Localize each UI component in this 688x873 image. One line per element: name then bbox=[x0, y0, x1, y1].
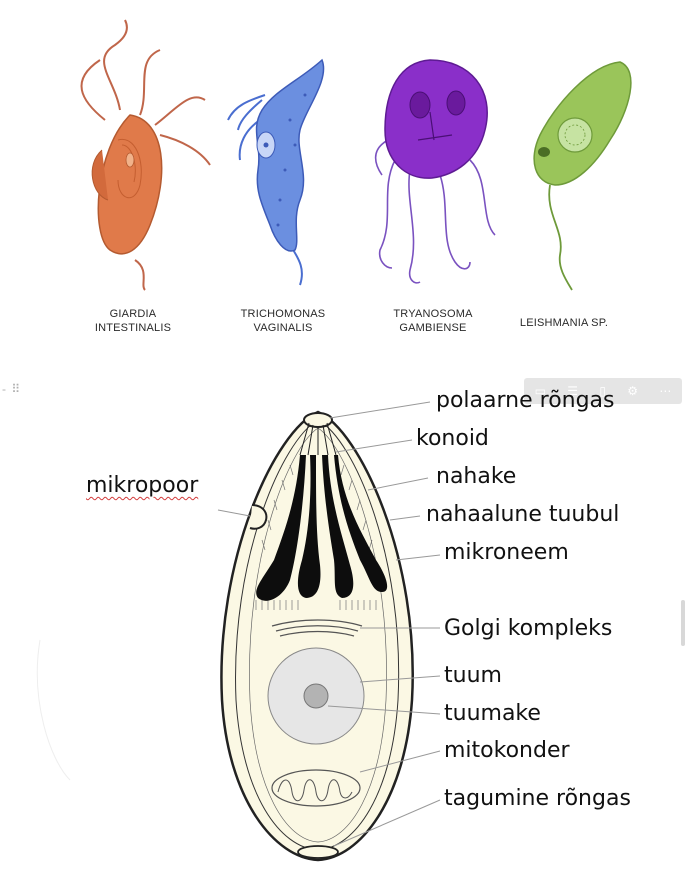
caption-leishmania: LEISHMANIA SP. bbox=[499, 316, 629, 330]
giardia-illustration bbox=[80, 19, 211, 291]
drag-handle-icon[interactable]: - ⠿ bbox=[2, 382, 22, 396]
label-pellicle: nahake bbox=[436, 464, 517, 489]
micropore bbox=[249, 504, 268, 530]
settings-icon[interactable]: ⚙ bbox=[627, 384, 639, 398]
caption-line: TRICHOMONAS bbox=[240, 308, 326, 320]
caption-giardia: GIARDIA INTESTINALIS bbox=[68, 307, 198, 335]
caption-line: GIARDIA bbox=[109, 308, 157, 320]
caption-line: TRYANOSOMA bbox=[393, 308, 473, 320]
caption-line: LEISHMANIA SP. bbox=[519, 317, 609, 329]
label-conoid: konoid bbox=[416, 426, 489, 451]
caption-trypanosoma: TRYANOSOMA GAMBIENSE bbox=[368, 307, 498, 335]
mitochondrion bbox=[271, 769, 361, 807]
label-posterior-ring: tagumine rõngas bbox=[444, 786, 631, 811]
more-icon[interactable]: ⋯ bbox=[659, 384, 672, 398]
label-mitochondrion: mitokonder bbox=[444, 738, 570, 763]
label-subpellicular-tubule-text: nahaalune tuubul bbox=[426, 502, 620, 527]
scrollbar-thumb[interactable] bbox=[681, 600, 685, 646]
align-center-icon[interactable]: ☰ bbox=[567, 384, 579, 398]
label-subpellicular-tubule: nahaalune tuubul bbox=[426, 502, 619, 528]
rhoptries bbox=[256, 455, 388, 601]
leishmania-illustration bbox=[533, 61, 632, 291]
label-polar-ring: polaarne rõngas bbox=[436, 388, 615, 413]
label-nucleus: tuum bbox=[444, 663, 502, 688]
label-micropore: mikropoor bbox=[86, 473, 199, 498]
label-golgi: Golgi kompleks bbox=[444, 616, 613, 641]
label-microneme: mikroneem bbox=[444, 540, 569, 565]
image-toolbar[interactable]: ▭ ☰ ▯ ⚙ ⋯ bbox=[524, 378, 682, 404]
trichomonas-illustration bbox=[227, 58, 325, 286]
align-left-icon[interactable]: ▭ bbox=[534, 384, 546, 398]
caption-line: VAGINALIS bbox=[253, 322, 313, 334]
caption-line: INTESTINALIS bbox=[94, 322, 172, 334]
trypanosoma-illustration bbox=[374, 59, 496, 284]
posterior-ring bbox=[297, 845, 339, 859]
nucleolus bbox=[303, 683, 329, 709]
cell-diagram bbox=[36, 401, 441, 862]
caption-line: GAMBIENSE bbox=[399, 322, 467, 334]
caption-trichomonas: TRICHOMONAS VAGINALIS bbox=[218, 307, 348, 335]
protozoa-illustrations bbox=[80, 19, 632, 291]
golgi-complex bbox=[271, 619, 363, 637]
align-right-icon[interactable]: ▯ bbox=[599, 384, 606, 398]
label-nucleolus: tuumake bbox=[444, 701, 541, 726]
